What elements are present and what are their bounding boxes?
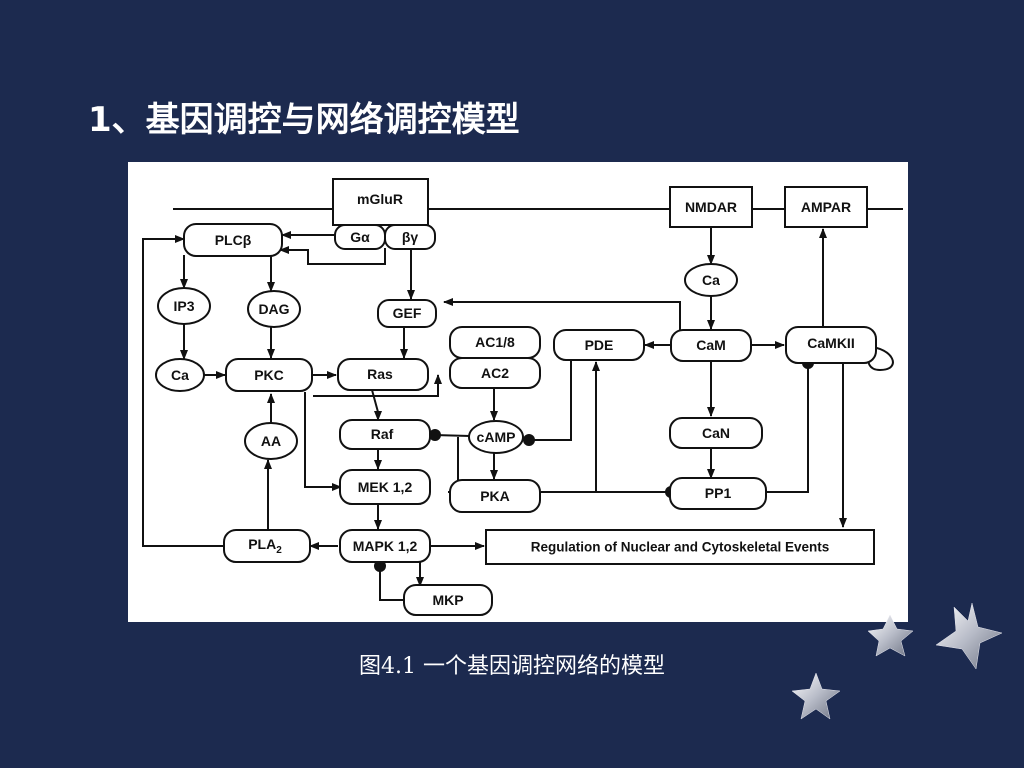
label-plcbeta: PLCβ — [215, 232, 252, 248]
label-aa: AA — [261, 433, 281, 449]
label-ip3: IP3 — [173, 298, 194, 314]
label-nmdar: NMDAR — [685, 199, 737, 215]
node-regulation — [485, 529, 875, 565]
inhibit-dot-raf — [429, 429, 441, 441]
label-ca-left: Ca — [171, 367, 189, 383]
node-pkc — [225, 358, 313, 392]
node-mapk — [339, 529, 431, 563]
label-camp: cAMP — [477, 429, 516, 445]
label-ac18: AC1/8 — [475, 334, 515, 350]
node-pla2 — [223, 529, 311, 563]
node-raf — [339, 419, 431, 450]
node-gef — [377, 299, 437, 328]
label-ampar: AMPAR — [801, 199, 851, 215]
node-nmdar — [669, 186, 753, 228]
label-betagamma: βγ — [402, 229, 419, 245]
label-pde: PDE — [585, 337, 614, 353]
edge-mkp-mapk-inhibit — [379, 564, 404, 601]
node-pka — [449, 479, 541, 513]
label-cam: CaM — [696, 337, 726, 353]
label-mapk: MAPK 1,2 — [353, 538, 418, 554]
node-betagamma — [384, 224, 436, 250]
node-can — [669, 417, 763, 449]
decorative-stars-icon — [791, 602, 1003, 720]
node-dag — [247, 290, 301, 328]
star-icon — [791, 672, 841, 720]
label-pka: PKA — [480, 488, 510, 504]
edge-pla2-plcbeta — [142, 235, 224, 547]
label-galpha: Gα — [350, 229, 370, 245]
node-pde — [553, 329, 645, 361]
label-camkii: CaMKII — [807, 335, 854, 351]
signaling-network-diagram: mGluR Gα βγ PLCβ IP3 DAG Ca PKC AA PLA2 … — [128, 162, 908, 622]
node-plcbeta — [183, 223, 283, 257]
inhibit-dot-camp — [523, 434, 535, 446]
label-raf: Raf — [371, 426, 394, 442]
node-ac2 — [449, 357, 541, 389]
label-dag: DAG — [258, 301, 289, 317]
edge-cam-ac18 — [443, 298, 681, 330]
node-ip3 — [157, 287, 211, 325]
node-camp — [468, 420, 524, 454]
node-mkp — [403, 584, 493, 616]
label-ac2: AC2 — [481, 365, 509, 381]
star-icon — [935, 602, 1003, 670]
node-mek — [339, 469, 431, 505]
star-icon — [867, 614, 914, 657]
label-mkp: MKP — [432, 592, 463, 608]
node-ampar — [784, 186, 868, 228]
label-pla2: PLA2 — [248, 536, 282, 556]
label-pp1: PP1 — [705, 485, 732, 501]
label-gef: GEF — [393, 305, 422, 321]
node-ca-left — [155, 358, 205, 392]
edge-pde-camp-inhibit — [528, 359, 572, 441]
label-ras: Ras — [367, 366, 393, 382]
node-ca-right — [684, 263, 738, 297]
label-can: CaN — [702, 425, 730, 441]
node-ras — [337, 358, 429, 391]
label-ca-right: Ca — [702, 272, 720, 288]
edge-pkc-ac2 — [313, 374, 442, 397]
edge-pkc-mek — [304, 392, 342, 491]
node-aa — [244, 422, 298, 460]
edge-ras-raf — [371, 389, 382, 421]
node-pp1 — [669, 477, 767, 510]
label-mglur: mGluR — [357, 191, 403, 207]
label-pkc: PKC — [254, 367, 284, 383]
edge-betagamma-plcbeta — [279, 246, 386, 265]
node-camkii — [785, 326, 877, 364]
slide-title: 1、基因调控与网络调控模型 — [88, 100, 520, 140]
figure-caption: 图4.1 一个基因调控网络的模型 — [359, 654, 665, 679]
node-cam — [670, 329, 752, 362]
label-mek: MEK 1,2 — [358, 479, 413, 495]
edge-pp1-camkii-inhibit — [766, 362, 809, 493]
label-regulation: Regulation of Nuclear and Cytoskeletal E… — [531, 540, 830, 555]
